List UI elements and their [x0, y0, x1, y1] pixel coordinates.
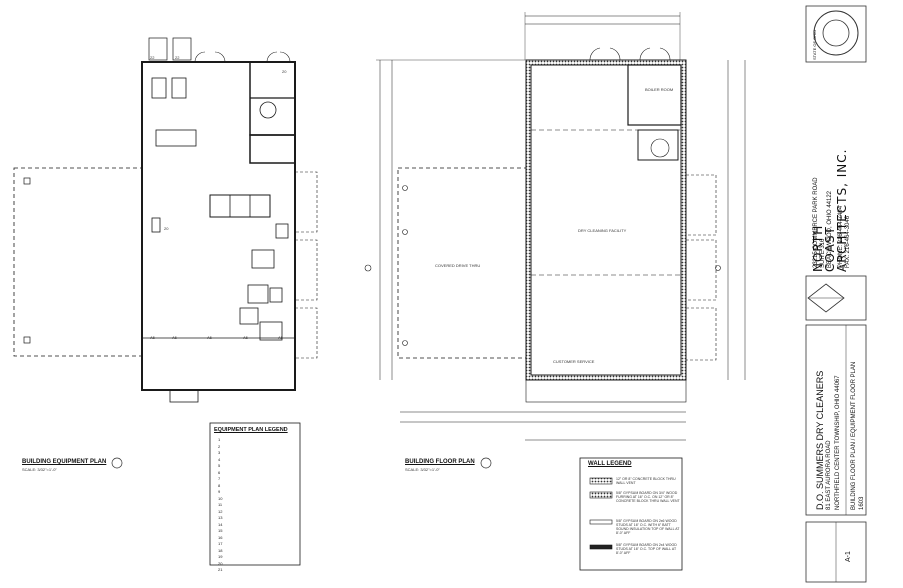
- unit-mark: 20: [164, 226, 169, 231]
- project-info: D.O. SUMMERS DRY CLEANERS 81 EAST AURORA…: [815, 370, 843, 510]
- wall-legend-list: 12" OR 8" CONCRETE BLOCK THRU WALL VENT …: [616, 477, 680, 563]
- equipment-legend-list: 1 2 3 4 5 6 7 8 9 10 11 12 13 14 15 16 1…: [218, 437, 222, 574]
- legend-item: 12: [218, 508, 223, 514]
- floor-plan-scale: SCALE: 3/32"=1'-0": [405, 467, 440, 472]
- legend-item: 5: [218, 463, 221, 468]
- customer-service-label: CUSTOMER SERVICE: [553, 359, 595, 364]
- wall-legend-item: 5/8" GYPSUM BOARD ON 3/4" WOOD FURRING A…: [616, 491, 680, 503]
- unit-mark: A5: [243, 335, 248, 340]
- unit-mark: A5: [172, 335, 177, 340]
- legend-item: 13: [218, 515, 223, 520]
- project-address: NORTHFIELD CENTER TOWNSHIP, OHIO 44067: [835, 375, 841, 510]
- wall-legend-item: 12" OR 8" CONCRETE BLOCK THRU WALL VENT: [616, 477, 676, 485]
- equipment-legend-title: EQUIPMENT PLAN LEGEND: [214, 427, 288, 433]
- unit-mark: 22: [175, 55, 180, 60]
- legend-item: 6: [218, 469, 221, 475]
- legend-item: 18: [218, 547, 223, 553]
- legend-item: 3: [218, 450, 221, 455]
- sheet-description: BUILDING FLOOR PLAN / EQUIPMENT FLOOR PL…: [850, 362, 866, 510]
- wall-legend-item: 5/8" GYPSUM BOARD ON 2x4 WOOD STUDS AT 1…: [616, 543, 677, 555]
- legend-item: 9: [218, 489, 221, 494]
- sheet-desc-text: BUILDING FLOOR PLAN / EQUIPMENT FLOOR PL…: [851, 361, 857, 510]
- legend-item: 11: [218, 502, 223, 507]
- covered-drive-outline: [397, 167, 527, 359]
- project-address: 81 EAST AURORA ROAD: [826, 440, 832, 510]
- unit-mark: A5: [207, 335, 212, 340]
- dry-cleaning-label: DRY CLEANING FACILITY: [578, 228, 627, 233]
- unit-mark: 22: [150, 55, 155, 60]
- job-number: 1603: [859, 496, 865, 510]
- legend-item: 10: [218, 495, 223, 501]
- wall-legend-item: 5/8" GYPSUM BOARD ON 2x6 WOOD STUDS AT 1…: [616, 519, 680, 535]
- floor-plan-title: BUILDING FLOOR PLAN: [405, 459, 475, 465]
- legend-item: 17: [218, 541, 223, 546]
- legend-item: 8: [218, 482, 221, 488]
- legend-item: 15: [218, 528, 223, 533]
- equipment-plan-scale: SCALE: 3/32"=1'-0": [22, 467, 57, 472]
- seal-text: STATE OF OHIO: [812, 29, 817, 60]
- legend-item: 20: [218, 560, 223, 566]
- boiler-room: [627, 64, 682, 126]
- canopy-outline: [13, 167, 143, 357]
- unit-mark: 20: [282, 69, 287, 74]
- floor-plan-drawing: [364, 12, 746, 441]
- unit-mark: A5: [150, 335, 155, 340]
- legend-item: 19: [218, 554, 223, 559]
- firm-name: NORTH COAST ARCHITECTS, INC.: [811, 148, 849, 272]
- legend-item: 21: [218, 567, 223, 572]
- equipment-legend-frame: [209, 422, 301, 566]
- title-block-frame: [111, 5, 867, 583]
- equipment-plan-title: BUILDING EQUIPMENT PLAN: [22, 459, 107, 465]
- sheet-number: A-1: [845, 551, 852, 562]
- legend-item: 16: [218, 534, 223, 540]
- wall-legend-title: WALL LEGEND: [588, 461, 632, 467]
- legend-item: 4: [218, 456, 221, 462]
- equipment-plan-drawing: [13, 37, 318, 403]
- project-name: D.O. SUMMERS DRY CLEANERS: [815, 370, 825, 510]
- legend-item: 7: [218, 476, 221, 481]
- firm-line: ARCHITECTS, INC.: [835, 148, 849, 272]
- boiler-room-label: BOILER ROOM: [645, 87, 674, 92]
- legend-item: 1: [218, 437, 221, 442]
- unit-mark: A5: [278, 335, 283, 340]
- legend-item: 2: [218, 443, 221, 449]
- legend-item: 14: [218, 521, 223, 527]
- covered-drive-label: COVERED DRIVE THRU: [435, 263, 481, 268]
- wall-legend-drawing: [579, 457, 683, 571]
